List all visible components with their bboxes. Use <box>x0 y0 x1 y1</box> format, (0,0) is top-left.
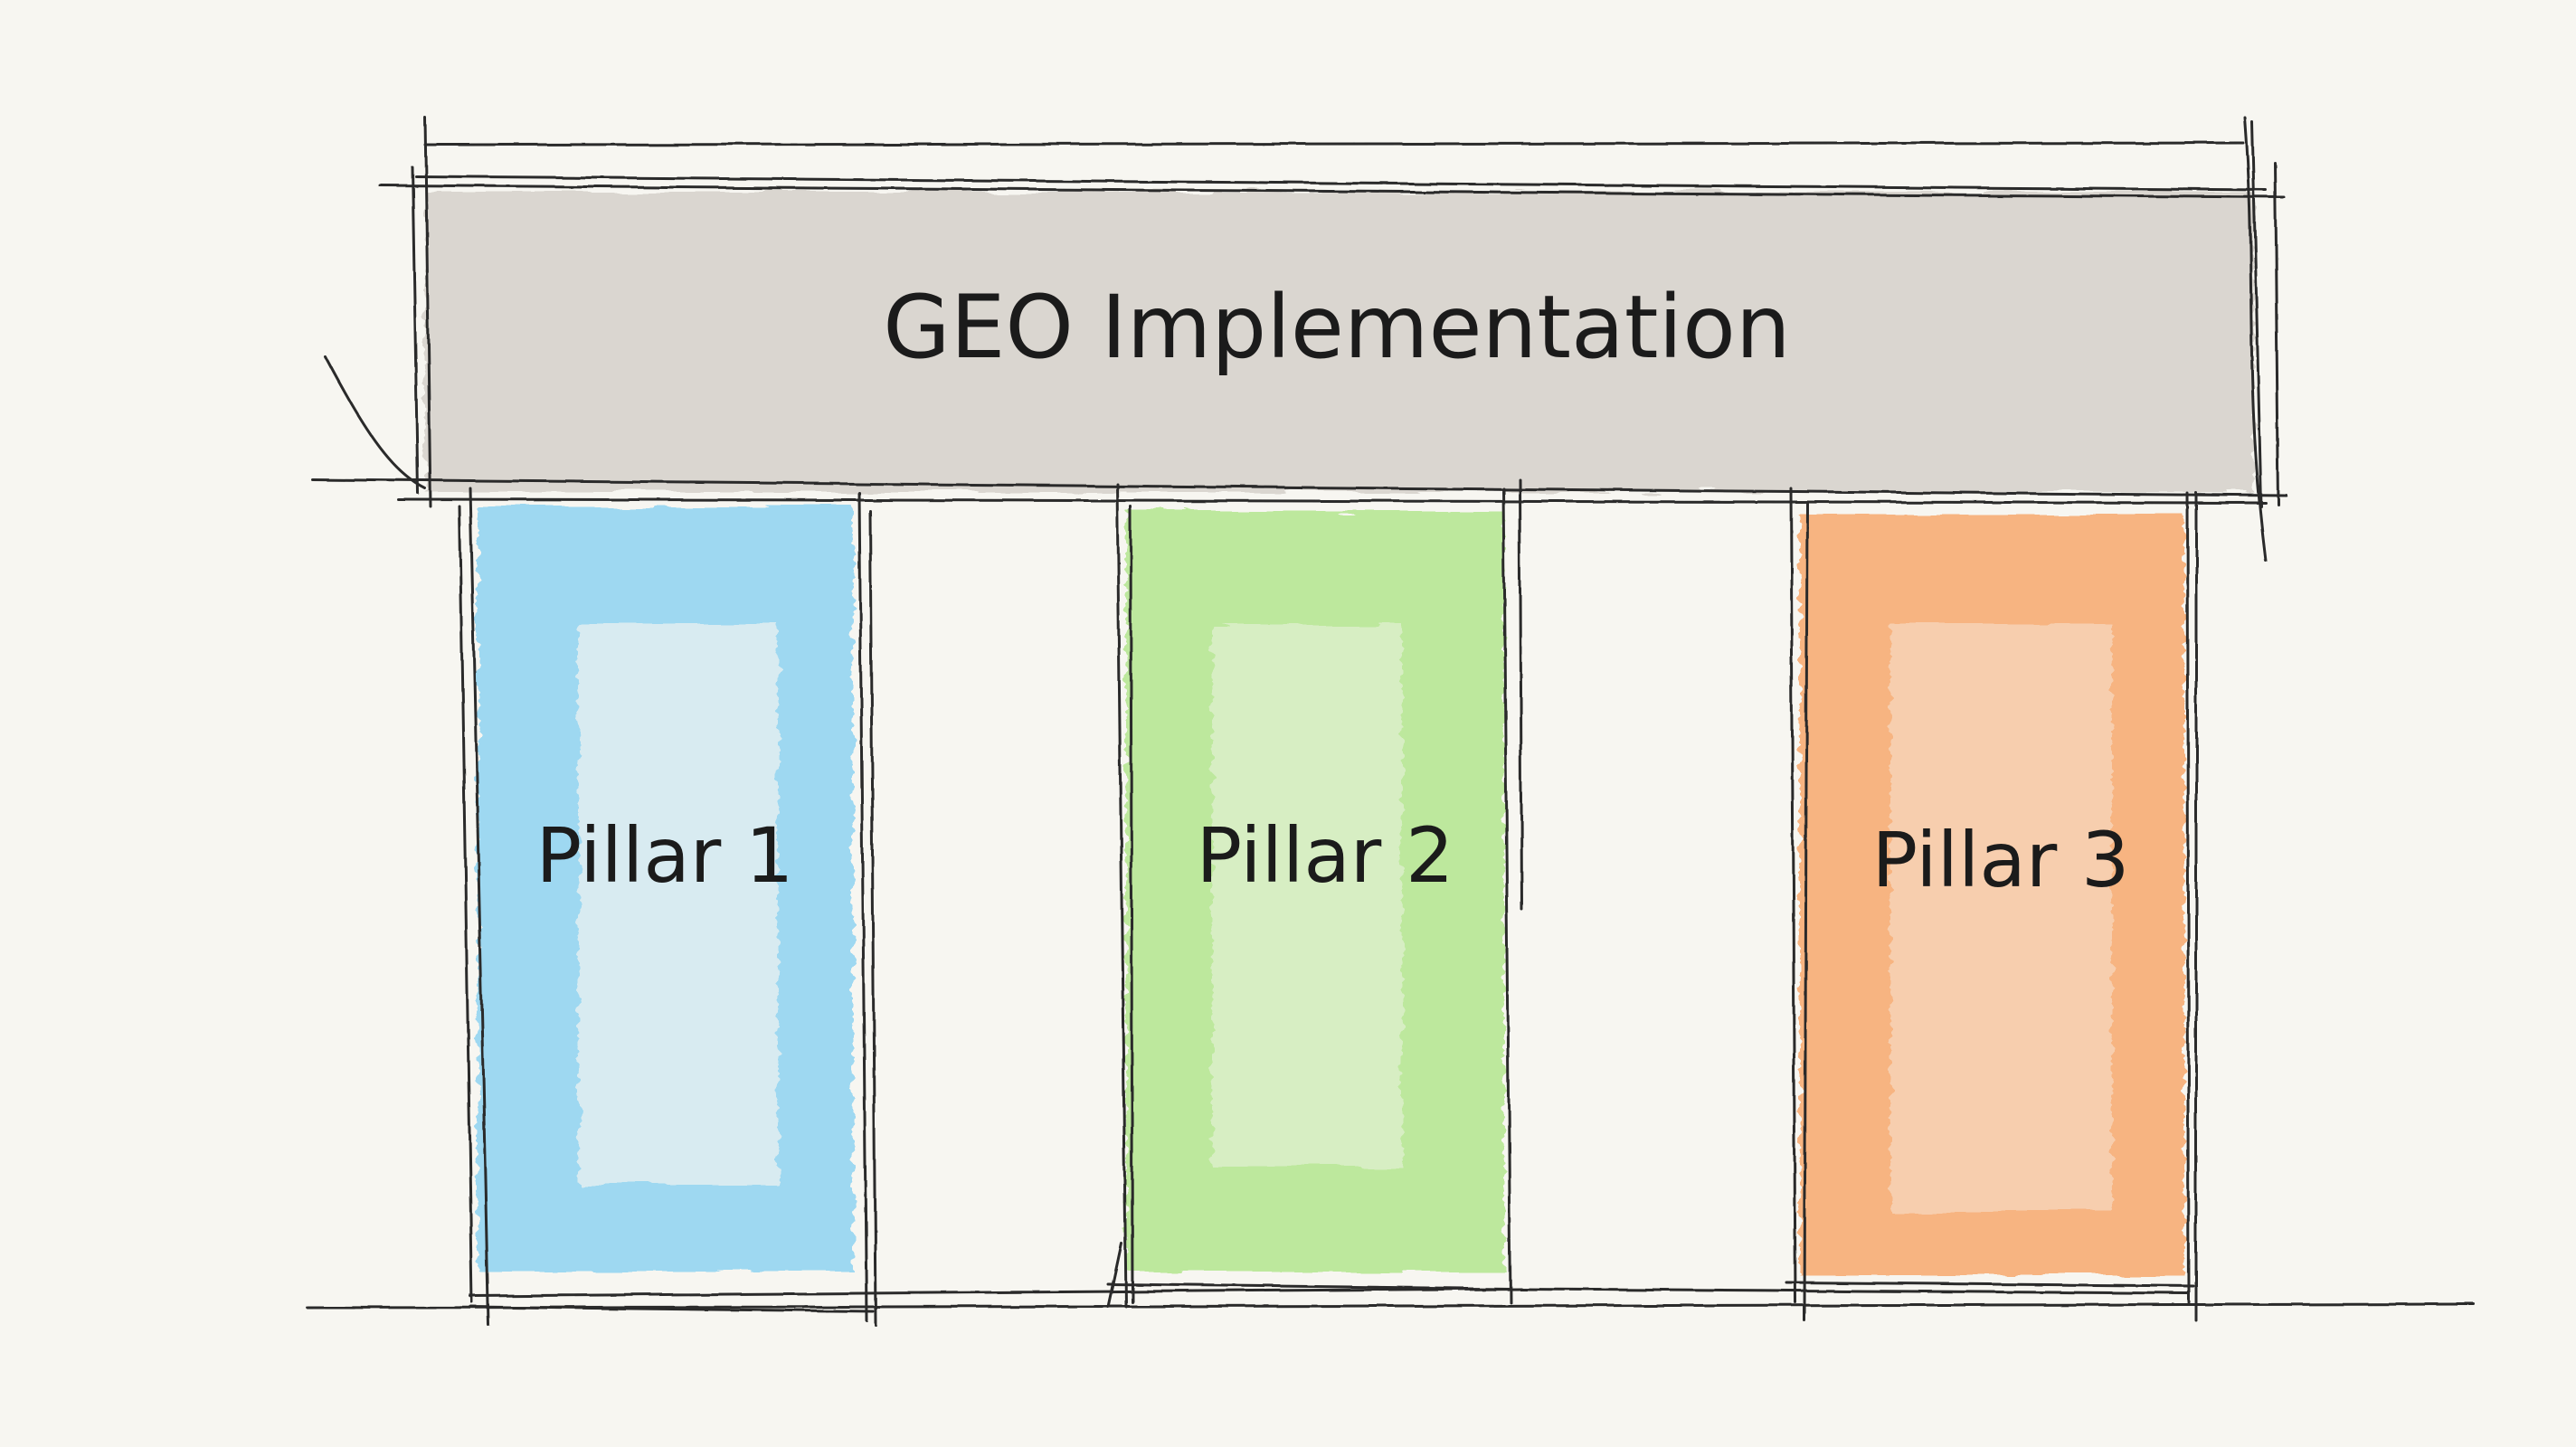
beam-fill <box>425 192 2254 492</box>
pillar-1: Pillar 1 <box>458 487 877 1327</box>
pillar-3: Pillar 3 <box>1785 487 2198 1322</box>
pillar-1-label: Pillar 1 <box>536 811 794 900</box>
beam-outline <box>310 116 2288 563</box>
pillar-1-highlight <box>579 624 778 1185</box>
pillar-3-label: Pillar 3 <box>1872 816 2130 904</box>
pillar-2-highlight <box>1212 624 1402 1167</box>
pillar-2-label: Pillar 2 <box>1197 811 1454 900</box>
beam: GEO Implementation <box>310 116 2288 563</box>
ground-line <box>306 1287 2476 1310</box>
pillar-1-outline <box>458 487 877 1327</box>
pillar-2: Pillar 2 <box>1106 478 1523 1309</box>
pillar-3-highlight <box>1890 624 2112 1212</box>
pillar-3-outline <box>1785 487 2198 1322</box>
beam-title: GEO Implementation <box>883 277 1790 378</box>
